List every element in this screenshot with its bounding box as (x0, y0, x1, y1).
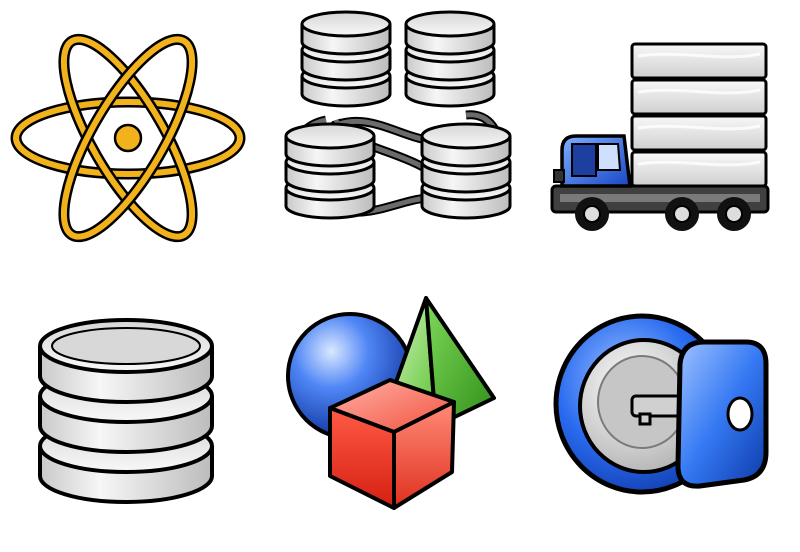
key-lock-icon (532, 276, 798, 552)
delivery-truck-icon (532, 0, 798, 276)
3d-shapes-icon (266, 276, 532, 552)
database-icon (0, 276, 266, 552)
atom-icon (0, 0, 266, 276)
database-stack (284, 10, 512, 220)
database-cluster-icon (266, 0, 532, 276)
